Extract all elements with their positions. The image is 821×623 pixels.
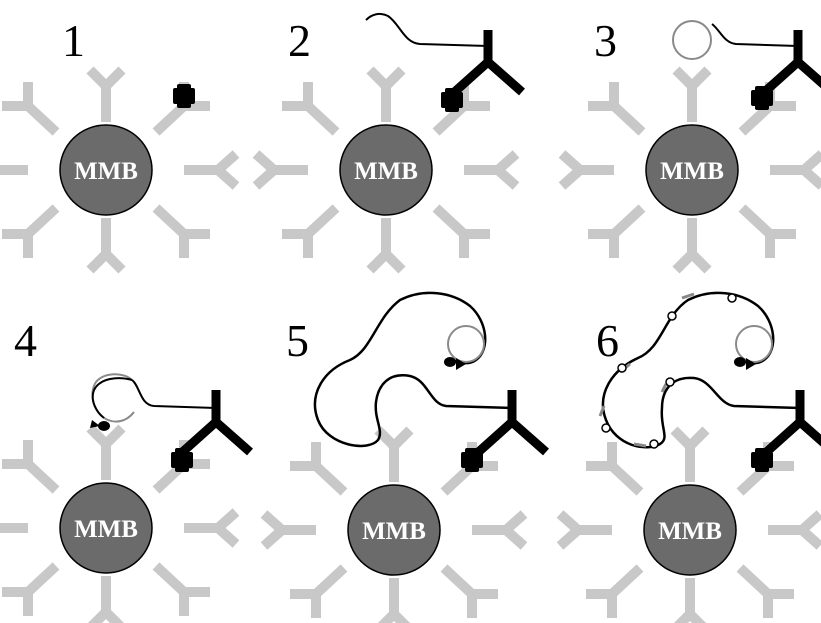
- magnetic-bead: [645, 124, 739, 216]
- magnetic-bead: [347, 484, 441, 576]
- bead-label: MMB: [658, 518, 722, 545]
- panel-5: 5 MMB: [264, 291, 546, 623]
- detection-probes: [598, 292, 737, 449]
- rca-primer-start: [91, 377, 133, 419]
- dna-tether: [365, 12, 489, 47]
- bead-label: MMB: [74, 516, 138, 543]
- panel-1: 1 MMB: [0, 15, 236, 270]
- panel-6: 6 MMB: [560, 291, 821, 623]
- detection-antibody: [762, 390, 821, 456]
- magnetic-bead: [339, 124, 433, 216]
- dna-tether: [711, 23, 799, 47]
- panel-3: 3 MMB: [562, 15, 821, 270]
- probe-label: [667, 311, 677, 321]
- probe-label: [617, 363, 627, 373]
- detection-antibody: [178, 390, 250, 456]
- dna-tether: [131, 379, 217, 409]
- polymerase: [444, 357, 456, 367]
- panel-4: 4 MMB: [0, 315, 250, 623]
- circular-probe: [672, 20, 712, 60]
- extension-arrow-icon: [746, 358, 756, 370]
- bead-label: MMB: [74, 158, 138, 185]
- panel-number-4: 4: [14, 315, 37, 366]
- circular-probe: [447, 325, 485, 363]
- rca-product: [601, 291, 801, 449]
- panel-number-3: 3: [594, 15, 617, 66]
- probe-label: [649, 439, 659, 449]
- polymerase: [98, 421, 110, 431]
- polymerase: [734, 357, 746, 367]
- panel-2: 2 MMB: [256, 12, 522, 270]
- detection-antibody: [450, 30, 522, 96]
- extension-arrow-icon: [90, 420, 100, 428]
- panel-number-5: 5: [286, 315, 309, 366]
- probe-label: [727, 293, 737, 303]
- circular-probe: [735, 325, 773, 363]
- magnetic-bead: [643, 484, 737, 576]
- probe-label: [665, 377, 675, 387]
- probe-label: [601, 423, 611, 433]
- panel-number-1: 1: [62, 15, 85, 66]
- bead-label: MMB: [354, 158, 418, 185]
- panel-number-6: 6: [596, 315, 619, 366]
- bead-label: MMB: [660, 158, 724, 185]
- magnetic-bead: [59, 124, 153, 216]
- detection-antibody: [474, 390, 546, 456]
- circular-probe: [91, 373, 135, 423]
- detection-antibody: [760, 30, 821, 96]
- magnetic-bead: [59, 482, 153, 574]
- bead-label: MMB: [362, 518, 426, 545]
- panel-number-2: 2: [288, 15, 311, 66]
- extension-arrow-icon: [456, 358, 466, 370]
- rca-product: [313, 291, 513, 448]
